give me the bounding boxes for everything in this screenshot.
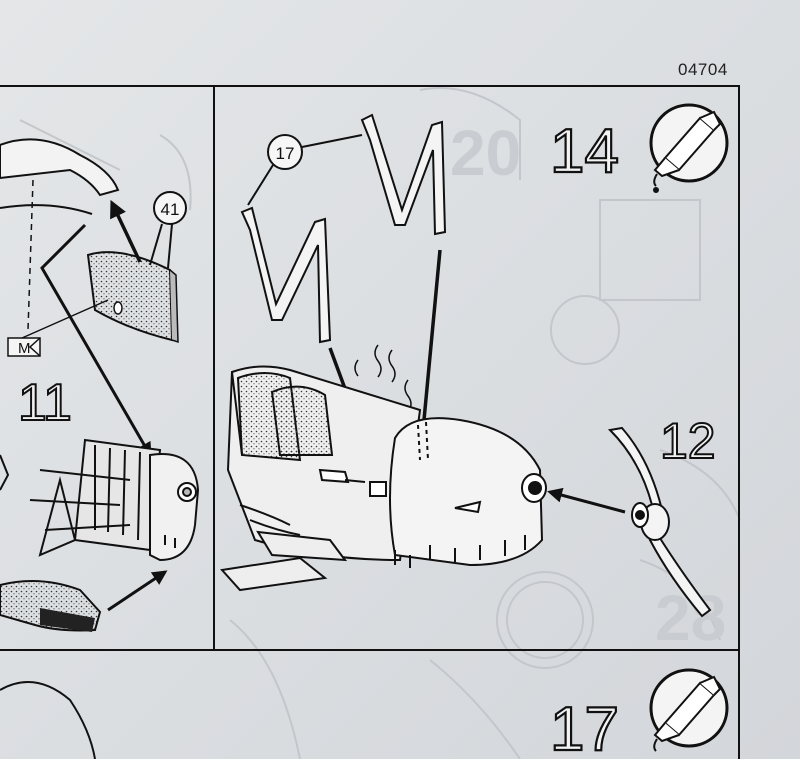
callout-17: 17	[247, 134, 363, 206]
marker-m-badge: M	[7, 337, 41, 357]
assembly-arrow-canopy	[110, 199, 142, 263]
lower-part	[0, 580, 102, 632]
assembly-arrow-propeller	[547, 487, 626, 514]
callout-41-label: 41	[161, 200, 180, 219]
assembly-arrow-lower	[107, 570, 168, 612]
bottom-left-part-outline	[0, 681, 96, 759]
propeller-part	[607, 426, 712, 618]
part-41-panel	[86, 251, 179, 344]
leader-line-marker	[21, 299, 109, 339]
canopy-part	[0, 138, 120, 215]
step-number-11: 11	[18, 374, 72, 432]
engine-assembly	[29, 438, 200, 562]
bleed-through-numbers: 20 28	[450, 117, 726, 654]
bleed-through-background	[19, 87, 741, 759]
glue-tube-icon-bottom	[649, 668, 729, 752]
wing-root-plate	[220, 530, 348, 592]
assembly-line-strut-right	[422, 249, 442, 421]
fuselage-body	[226, 365, 547, 568]
callout-17-label: 17	[276, 144, 295, 163]
glue-wavy-marks	[354, 344, 412, 413]
marker-label: M	[18, 340, 31, 357]
guide-dashed-line	[27, 179, 34, 331]
assembly-line-left	[40, 223, 152, 458]
kit-number: 04704	[678, 60, 728, 79]
panel-frames	[0, 85, 740, 759]
part-number-12: 12	[660, 413, 716, 469]
glue-tube-icon	[649, 103, 729, 193]
cabane-strut-pair	[240, 113, 447, 344]
svg-text:20: 20	[450, 117, 521, 189]
step-number-17: 17	[550, 695, 619, 759]
engine-side-mark	[0, 454, 10, 491]
step-number-14: 14	[550, 117, 619, 186]
callout-41: 41	[149, 191, 187, 269]
